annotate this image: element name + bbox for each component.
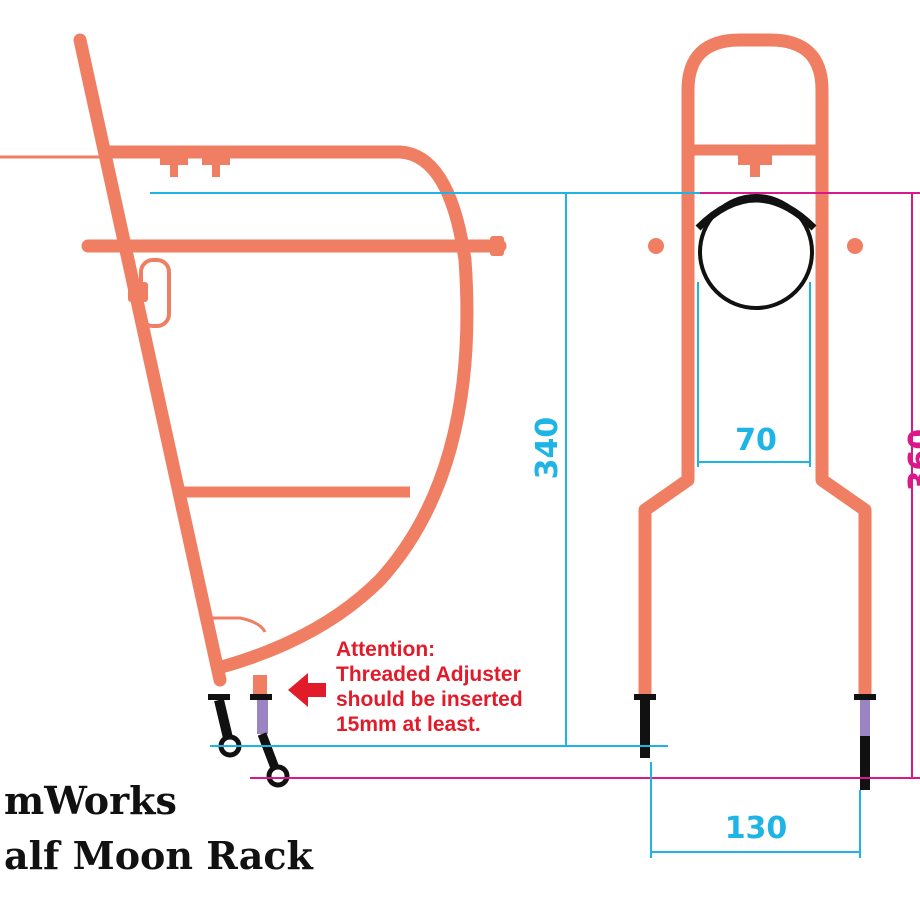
attention-arrow: [288, 673, 326, 707]
axle-bar-end: [490, 236, 504, 256]
note-line-3: should be inserted: [336, 688, 523, 711]
dim-340-label: 340: [530, 417, 565, 480]
side-view: [0, 33, 507, 788]
dim-130-label: 130: [725, 811, 788, 846]
top-clamp-bolts: [160, 155, 230, 177]
note-line-1: Attention:: [336, 638, 435, 661]
dim-360-label: 360: [903, 429, 920, 492]
dimension-lines: [150, 192, 920, 858]
mounting-slot: [128, 258, 171, 328]
side-half-moon-arc: [98, 145, 474, 675]
side-gusset: [212, 616, 267, 633]
front-adjuster-right: [854, 694, 876, 790]
note-line-2: Threaded Adjuster: [336, 663, 521, 686]
front-knob-right: [847, 238, 863, 254]
tire-fender: [695, 195, 817, 231]
front-view: [634, 33, 876, 790]
front-hoop-frame: [638, 33, 872, 700]
side-upright-strut: [73, 33, 227, 687]
title-line-1: mWorks: [4, 778, 177, 823]
attention-note: Attention: Threaded Adjuster should be i…: [336, 638, 523, 736]
note-line-4: 15mm at least.: [336, 713, 481, 736]
front-knob-left: [648, 238, 664, 254]
side-adjuster-right: [250, 675, 290, 788]
title-line-2: alf Moon Rack: [4, 833, 313, 878]
front-clamp-bolt: [738, 155, 772, 177]
dim-70-label: 70: [735, 423, 777, 458]
front-adjuster-left: [634, 694, 656, 758]
